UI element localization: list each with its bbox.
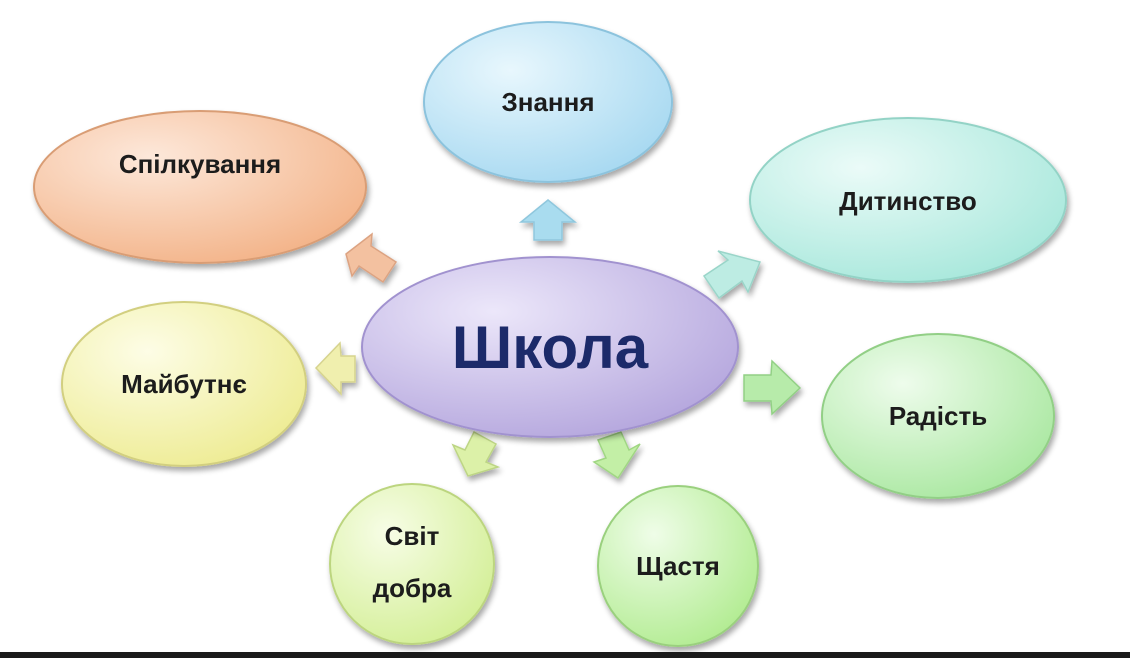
- node-knowledge-label: Знання: [501, 87, 594, 117]
- node-world-of-good: Світ добра: [329, 483, 495, 645]
- node-communication-label: Спілкування: [119, 149, 281, 179]
- arrow-to-happiness-icon: [592, 431, 641, 480]
- arrow-to-communication-icon: [345, 232, 398, 284]
- node-joy: Радість: [821, 333, 1055, 499]
- node-happiness-label: Щастя: [636, 551, 720, 581]
- node-joy-label: Радість: [889, 401, 987, 431]
- arrow-to-world-of-good-icon: [451, 430, 501, 477]
- bottom-divider: [0, 652, 1130, 658]
- center-school-label: Школа: [452, 314, 649, 381]
- node-communication: Спілкування: [33, 110, 367, 264]
- arrow-to-childhood-icon: [702, 250, 762, 300]
- node-childhood: Дитинство: [749, 117, 1067, 283]
- node-future: Майбутнє: [61, 301, 307, 467]
- node-world-of-good-label-line1: Світ: [385, 521, 440, 551]
- arrow-to-future-icon: [314, 341, 356, 396]
- node-world-of-good-label-line2: добра: [373, 573, 452, 603]
- node-center-school: Школа: [361, 256, 739, 438]
- node-knowledge: Знання: [423, 21, 673, 183]
- node-happiness: Щастя: [597, 485, 759, 647]
- node-future-label: Майбутнє: [121, 369, 247, 399]
- arrow-to-joy-icon: [743, 359, 802, 416]
- arrow-to-knowledge-icon: [518, 199, 578, 241]
- node-childhood-label: Дитинство: [839, 186, 977, 216]
